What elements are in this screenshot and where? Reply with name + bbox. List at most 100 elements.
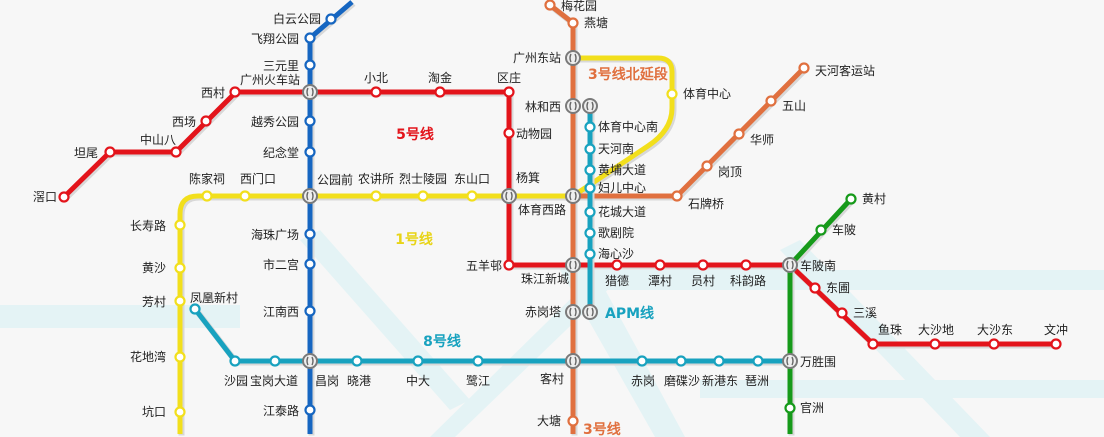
station-label: 文冲 — [1044, 322, 1068, 337]
interchange-station-icon[interactable] — [782, 257, 798, 273]
station-marker[interactable] — [988, 338, 1000, 350]
station-marker[interactable] — [239, 190, 251, 202]
station-marker[interactable] — [845, 193, 857, 205]
station-label: 江泰路 — [263, 403, 299, 418]
line2-shadow — [308, 1, 356, 436]
station-label: 海心沙 — [598, 246, 634, 261]
station-marker[interactable] — [229, 355, 241, 367]
station-marker[interactable] — [713, 355, 725, 367]
station-marker[interactable] — [304, 404, 316, 416]
station-label: 中大 — [406, 373, 430, 388]
station-label: 客村 — [540, 371, 564, 386]
station-marker[interactable] — [434, 86, 446, 98]
station-label: 大塘 — [537, 413, 561, 428]
station-marker[interactable] — [836, 307, 848, 319]
station-label: 坑口 — [142, 404, 166, 419]
station-marker[interactable] — [174, 262, 186, 274]
station-marker[interactable] — [503, 127, 515, 139]
station-marker[interactable] — [701, 160, 713, 172]
station-marker[interactable] — [351, 355, 363, 367]
station-marker[interactable] — [1050, 338, 1062, 350]
station-marker[interactable] — [174, 406, 186, 418]
station-marker[interactable] — [675, 355, 687, 367]
station-label: 小北 — [364, 71, 388, 85]
station-marker[interactable] — [809, 282, 821, 294]
station-marker[interactable] — [229, 86, 241, 98]
station-label: 昌岗 — [315, 374, 339, 388]
station-marker[interactable] — [304, 115, 316, 127]
station-marker[interactable] — [929, 338, 941, 350]
station-marker[interactable] — [200, 115, 212, 127]
station-marker[interactable] — [733, 128, 745, 140]
station-label: 猎德 — [605, 273, 629, 288]
interchange-station-icon[interactable] — [565, 50, 581, 66]
station-marker[interactable] — [174, 219, 186, 231]
station-marker[interactable] — [174, 351, 186, 363]
station-marker[interactable] — [189, 303, 201, 315]
station-marker[interactable] — [752, 355, 764, 367]
station-marker[interactable] — [304, 146, 316, 158]
station-marker[interactable] — [584, 248, 596, 260]
station-marker[interactable] — [666, 88, 678, 100]
station-marker[interactable] — [325, 13, 337, 25]
station-labels: 白云公园飞翔公园三元里广州火车站越秀公园纪念堂公园前海珠广场市二宫江南西昌岗江泰… — [33, 0, 1068, 428]
interchange-station-icon[interactable] — [565, 353, 581, 369]
interchange-station-icon[interactable] — [782, 353, 798, 369]
station-label: 海珠广场 — [251, 227, 299, 242]
station-marker[interactable] — [503, 259, 515, 271]
station-marker[interactable] — [417, 190, 429, 202]
station-marker[interactable] — [58, 191, 70, 203]
interchange-station-icon[interactable] — [302, 84, 318, 100]
station-marker[interactable] — [784, 402, 796, 414]
station-marker[interactable] — [304, 305, 316, 317]
station-marker[interactable] — [304, 258, 316, 270]
station-marker[interactable] — [201, 190, 213, 202]
interchange-station-icon[interactable] — [302, 353, 318, 369]
station-marker[interactable] — [466, 190, 478, 202]
station-marker[interactable] — [671, 190, 683, 202]
station-marker[interactable] — [544, 0, 556, 11]
station-label: 芳村 — [142, 295, 166, 309]
station-marker[interactable] — [815, 224, 827, 236]
station-marker[interactable] — [304, 32, 316, 44]
interchange-station-icon[interactable] — [582, 98, 598, 114]
station-marker[interactable] — [867, 338, 879, 350]
station-marker[interactable] — [798, 62, 810, 74]
station-marker[interactable] — [654, 259, 666, 271]
station-marker[interactable] — [174, 295, 186, 307]
interchange-station-icon[interactable] — [302, 188, 318, 204]
station-marker[interactable] — [269, 355, 281, 367]
station-marker[interactable] — [765, 95, 777, 107]
interchange-station-icon[interactable] — [565, 257, 581, 273]
station-marker[interactable] — [584, 121, 596, 133]
station-marker[interactable] — [567, 17, 579, 29]
line-labels: 5号线 1号线 8号线 3号线北延段 3号线 APM线 — [395, 66, 668, 437]
station-label: 三元里 — [263, 59, 299, 73]
station-marker[interactable] — [697, 259, 709, 271]
station-marker[interactable] — [304, 228, 316, 240]
station-marker[interactable] — [611, 259, 623, 271]
station-marker[interactable] — [567, 415, 579, 427]
station-marker[interactable] — [584, 182, 596, 194]
station-marker[interactable] — [304, 59, 316, 71]
station-marker[interactable] — [584, 227, 596, 239]
station-marker[interactable] — [636, 355, 648, 367]
station-marker[interactable] — [104, 146, 116, 158]
interchange-station-icon[interactable] — [565, 98, 581, 114]
station-label: 飞翔公园 — [251, 32, 299, 46]
interchange-station-icon[interactable] — [565, 304, 581, 320]
station-marker[interactable] — [584, 206, 596, 218]
station-marker[interactable] — [472, 355, 484, 367]
station-marker[interactable] — [503, 86, 515, 98]
station-marker[interactable] — [370, 86, 382, 98]
station-label: 大沙东 — [977, 323, 1013, 337]
station-marker[interactable] — [170, 146, 182, 158]
interchange-station-icon[interactable] — [565, 188, 581, 204]
station-marker[interactable] — [740, 259, 752, 271]
station-marker[interactable] — [412, 355, 424, 367]
station-marker[interactable] — [584, 164, 596, 176]
interchange-station-icon[interactable] — [501, 188, 517, 204]
station-marker[interactable] — [370, 190, 382, 202]
station-marker[interactable] — [584, 143, 596, 155]
interchange-station-icon[interactable] — [582, 304, 598, 320]
